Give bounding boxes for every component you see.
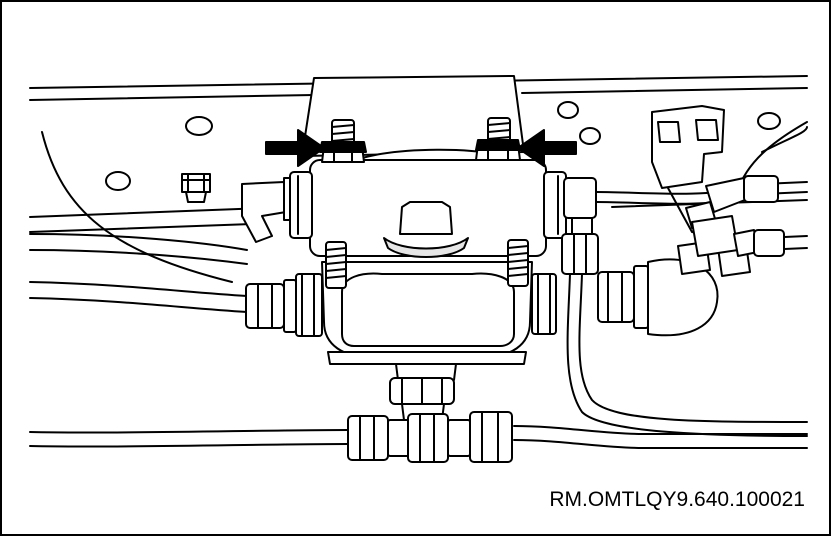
right-elbow-fitting xyxy=(561,177,599,275)
rail-hole xyxy=(105,171,131,191)
left-compression-fittings xyxy=(245,273,323,337)
chassis-frame-rail xyxy=(29,75,808,283)
reference-code: RM.OMTLQY9.640.100021 xyxy=(549,488,805,511)
lower-studs xyxy=(325,239,529,289)
valve-body xyxy=(289,148,567,365)
bottom-tee-fitting xyxy=(347,411,513,463)
right-compression-fittings xyxy=(531,258,719,337)
right-tee-fittings xyxy=(677,175,785,277)
rail-hole xyxy=(757,112,781,130)
upper-nut-left xyxy=(319,141,367,153)
rail-hole xyxy=(579,127,601,145)
rail-hole xyxy=(557,101,579,119)
callout-arrow-left xyxy=(265,129,325,167)
rail-bolt xyxy=(181,173,211,203)
right-bracket xyxy=(651,105,725,239)
rail-hole xyxy=(185,116,213,136)
bottom-outlet-fitting xyxy=(389,363,457,421)
left-pipes xyxy=(29,233,248,313)
upper-nut-right xyxy=(475,139,521,151)
bottom-pipes xyxy=(29,425,808,450)
left-elbow-fitting xyxy=(241,177,295,243)
callout-arrow-right xyxy=(517,129,577,167)
